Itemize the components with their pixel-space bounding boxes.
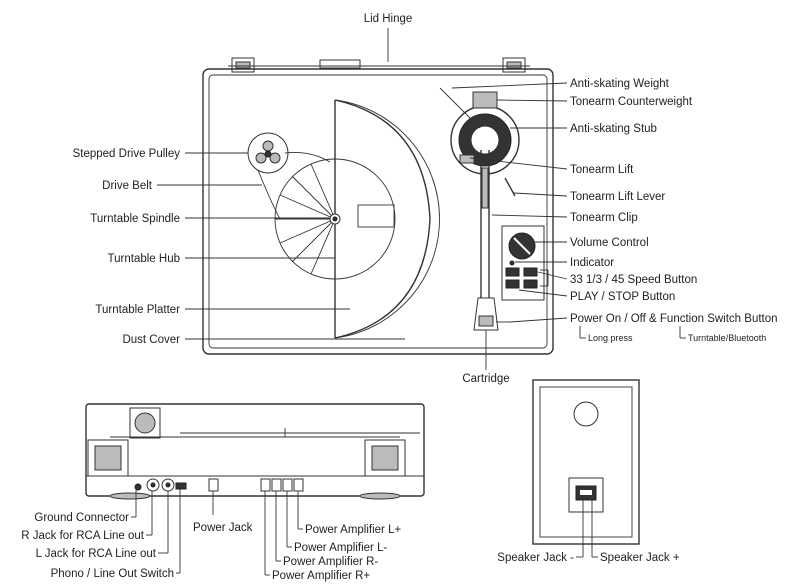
l-rca-jack-pin xyxy=(165,482,171,488)
ground-connector-label: Ground Connector xyxy=(34,512,129,524)
right-hinge-slot xyxy=(506,61,522,69)
power-jack xyxy=(208,478,219,492)
volume-knob-marker xyxy=(513,237,531,255)
hinge-center-block xyxy=(319,59,361,69)
rear-view xyxy=(85,403,425,576)
tonearm-lift-lever-label: Tonearm Lift Lever xyxy=(570,191,665,203)
tonearm-counterweight xyxy=(472,91,498,109)
indicator-led xyxy=(509,260,515,266)
rear-left-hinge-inner xyxy=(94,445,122,471)
speaker-cabinet xyxy=(532,379,640,545)
power-button-label: Power On / Off & Function Switch Button xyxy=(570,313,778,325)
indicator-label: Indicator xyxy=(570,257,614,269)
amp-r-plus-label: Power Amplifier R+ xyxy=(272,570,370,582)
rear-body xyxy=(85,403,425,497)
platter-edge-right xyxy=(334,99,440,339)
pulley-icon xyxy=(255,140,281,164)
tonearm-lift xyxy=(459,154,475,164)
top-leader-lines xyxy=(157,28,686,370)
speaker-view xyxy=(532,379,640,558)
rear-right-foot xyxy=(359,492,401,500)
turntable-spindle-label: Turntable Spindle xyxy=(90,213,180,225)
speed-button-33 xyxy=(505,267,520,277)
tonearm-rest xyxy=(481,167,489,209)
turntable-inner-border xyxy=(208,74,548,349)
r-jack-label: R Jack for RCA Line out xyxy=(21,530,145,542)
drive-belt-upper xyxy=(284,151,331,163)
anti-skating-stub-label: Anti-skating Stub xyxy=(570,123,657,135)
amp-l-minus-label: Power Amplifier L- xyxy=(294,542,387,554)
speaker-jack-slot xyxy=(580,490,592,495)
long-press-label: Long press xyxy=(588,333,633,343)
tonearm-clip-label: Tonearm Clip xyxy=(570,212,638,224)
anti-skating-weight-label: Anti-skating Weight xyxy=(570,78,670,90)
speed-button-45 xyxy=(523,267,538,277)
speaker-jack-minus-label: Speaker Jack - xyxy=(497,552,574,564)
rear-left-foot xyxy=(109,492,151,500)
l-jack-label: L Jack for RCA Line out xyxy=(36,548,157,560)
cartridge-label: Cartridge xyxy=(462,373,509,385)
tonearm-lift-lever xyxy=(504,177,516,197)
dust-cover-arc xyxy=(334,99,431,339)
power-function-button xyxy=(523,279,538,289)
speed-button-label: 33 1/3 / 45 Speed Button xyxy=(570,274,697,286)
r-rca-jack-pin xyxy=(150,482,156,488)
speaker-inner-panel xyxy=(539,386,633,538)
speaker-jack-plus-label: Speaker Jack + xyxy=(600,552,680,564)
turntable-hub-label: Turntable Hub xyxy=(108,253,180,265)
lid-hinge-label: Lid Hinge xyxy=(364,13,413,25)
turntable-body xyxy=(202,68,554,355)
spindle-center xyxy=(332,216,338,222)
tonearm-lift-label: Tonearm Lift xyxy=(570,164,634,176)
turntable-platter-label: Turntable Platter xyxy=(95,304,180,316)
cartridge-body xyxy=(478,315,494,327)
top-view xyxy=(157,28,686,370)
left-hinge-slot xyxy=(235,61,251,69)
rear-counterweight xyxy=(134,412,156,434)
drive-belt xyxy=(257,169,281,220)
platter-window xyxy=(357,204,395,228)
rear-right-hinge-inner xyxy=(371,445,399,471)
stepped-drive-pulley-label: Stepped Drive Pulley xyxy=(73,148,181,160)
amp-l-plus-label: Power Amplifier L+ xyxy=(305,524,401,536)
dust-cover-label: Dust Cover xyxy=(122,334,180,346)
tonearm-counterweight-label: Tonearm Counterweight xyxy=(570,96,693,108)
drive-belt-label: Drive Belt xyxy=(102,180,153,192)
amp-r-minus-label: Power Amplifier R- xyxy=(283,556,378,568)
turntable-bluetooth-label: Turntable/Bluetooth xyxy=(688,333,766,343)
ground-connector xyxy=(134,483,142,491)
speaker-terminals xyxy=(260,478,304,492)
phono-line-switch xyxy=(175,482,187,490)
power-jack-label: Power Jack xyxy=(193,522,253,534)
phono-switch-label: Phono / Line Out Switch xyxy=(51,568,174,580)
play-stop-button xyxy=(505,279,520,289)
anti-skating-weight-line xyxy=(439,87,481,129)
play-stop-button-label: PLAY / STOP Button xyxy=(570,291,675,303)
speaker-port xyxy=(573,401,599,427)
tonearm-pivot xyxy=(470,125,500,155)
platter-spokes xyxy=(274,158,396,280)
rear-leader-lines xyxy=(131,489,303,576)
volume-control-label: Volume Control xyxy=(570,237,649,249)
